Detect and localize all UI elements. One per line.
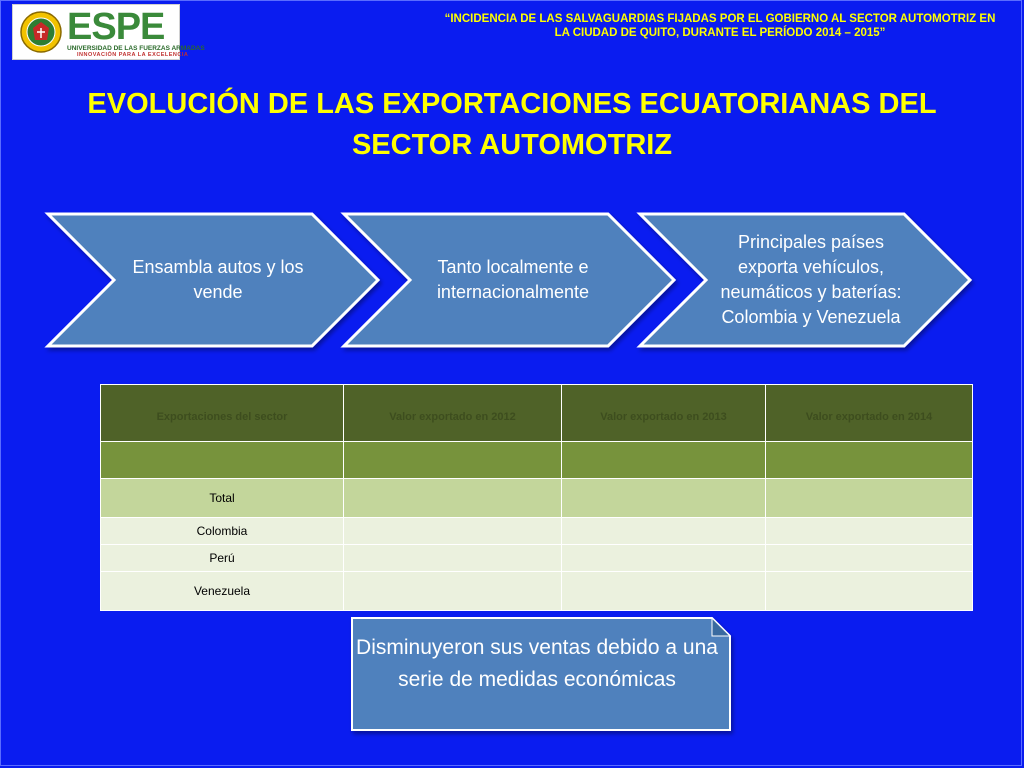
table-cell — [765, 571, 973, 611]
espe-logo: ESPE UNIVERSIDAD DE LAS FUERZAS ARMADAS … — [12, 4, 205, 60]
table-cell — [343, 441, 562, 479]
table-row — [100, 441, 973, 479]
table-cell — [561, 441, 766, 479]
logo-subtitle: UNIVERSIDAD DE LAS FUERZAS ARMADAS — [67, 45, 205, 52]
table-cell — [765, 517, 973, 545]
table-cell — [765, 441, 973, 479]
table-cell — [343, 478, 562, 518]
university-seal-icon — [20, 11, 62, 53]
slide-title: EVOLUCIÓN DE LAS EXPORTACIONES ECUATORIA… — [87, 88, 937, 161]
table-cell — [765, 544, 973, 572]
logo-motto: INNOVACIÓN PARA LA EXCELENCIA — [77, 52, 189, 58]
chevron-step-2-label: Tanto localmente e internacionalmente — [436, 257, 590, 302]
table-cell — [765, 478, 973, 518]
chevron-step-1-label: Ensambla autos y los vende — [132, 257, 304, 302]
note-text: Disminuyeron sus ventas debido a una ser… — [356, 636, 718, 691]
table-row: Total — [100, 478, 973, 518]
table-header-2012: Valor exportado en 2012 — [343, 384, 562, 442]
logo-wordmark: ESPE — [67, 6, 165, 48]
table-cell — [100, 441, 344, 479]
table-cell — [343, 571, 562, 611]
note-box-fold — [711, 616, 732, 637]
table-cell — [561, 478, 766, 518]
table-cell — [561, 517, 766, 545]
table-header-sector: Exportaciones del sector — [100, 384, 344, 442]
exports-table: Exportaciones del sector Valor exportado… — [100, 384, 973, 611]
chevron-step-1 — [44, 212, 381, 348]
table-row: Venezuela — [100, 571, 973, 611]
table-row: Perú — [100, 544, 973, 572]
table-header-2014: Valor exportado en 2014 — [765, 384, 973, 442]
table-header-2013: Valor exportado en 2013 — [561, 384, 766, 442]
table-cell — [561, 544, 766, 572]
table-cell: Perú — [100, 544, 344, 572]
note-box-shape — [351, 617, 731, 731]
table-cell: Colombia — [100, 517, 344, 545]
table-cell — [561, 571, 766, 611]
table-cell — [343, 544, 562, 572]
project-title: “INCIDENCIA DE LAS SALVAGUARDIAS FIJADAS… — [444, 13, 996, 39]
table-row: Colombia — [100, 517, 973, 545]
chevron-step-3-label: Principales países exporta vehículos, ne… — [720, 232, 902, 327]
table-cell: Venezuela — [100, 571, 344, 611]
table-cell — [343, 517, 562, 545]
chevron-step-2 — [340, 212, 677, 348]
table-cell: Total — [100, 478, 344, 518]
chevron-step-3 — [636, 212, 973, 348]
